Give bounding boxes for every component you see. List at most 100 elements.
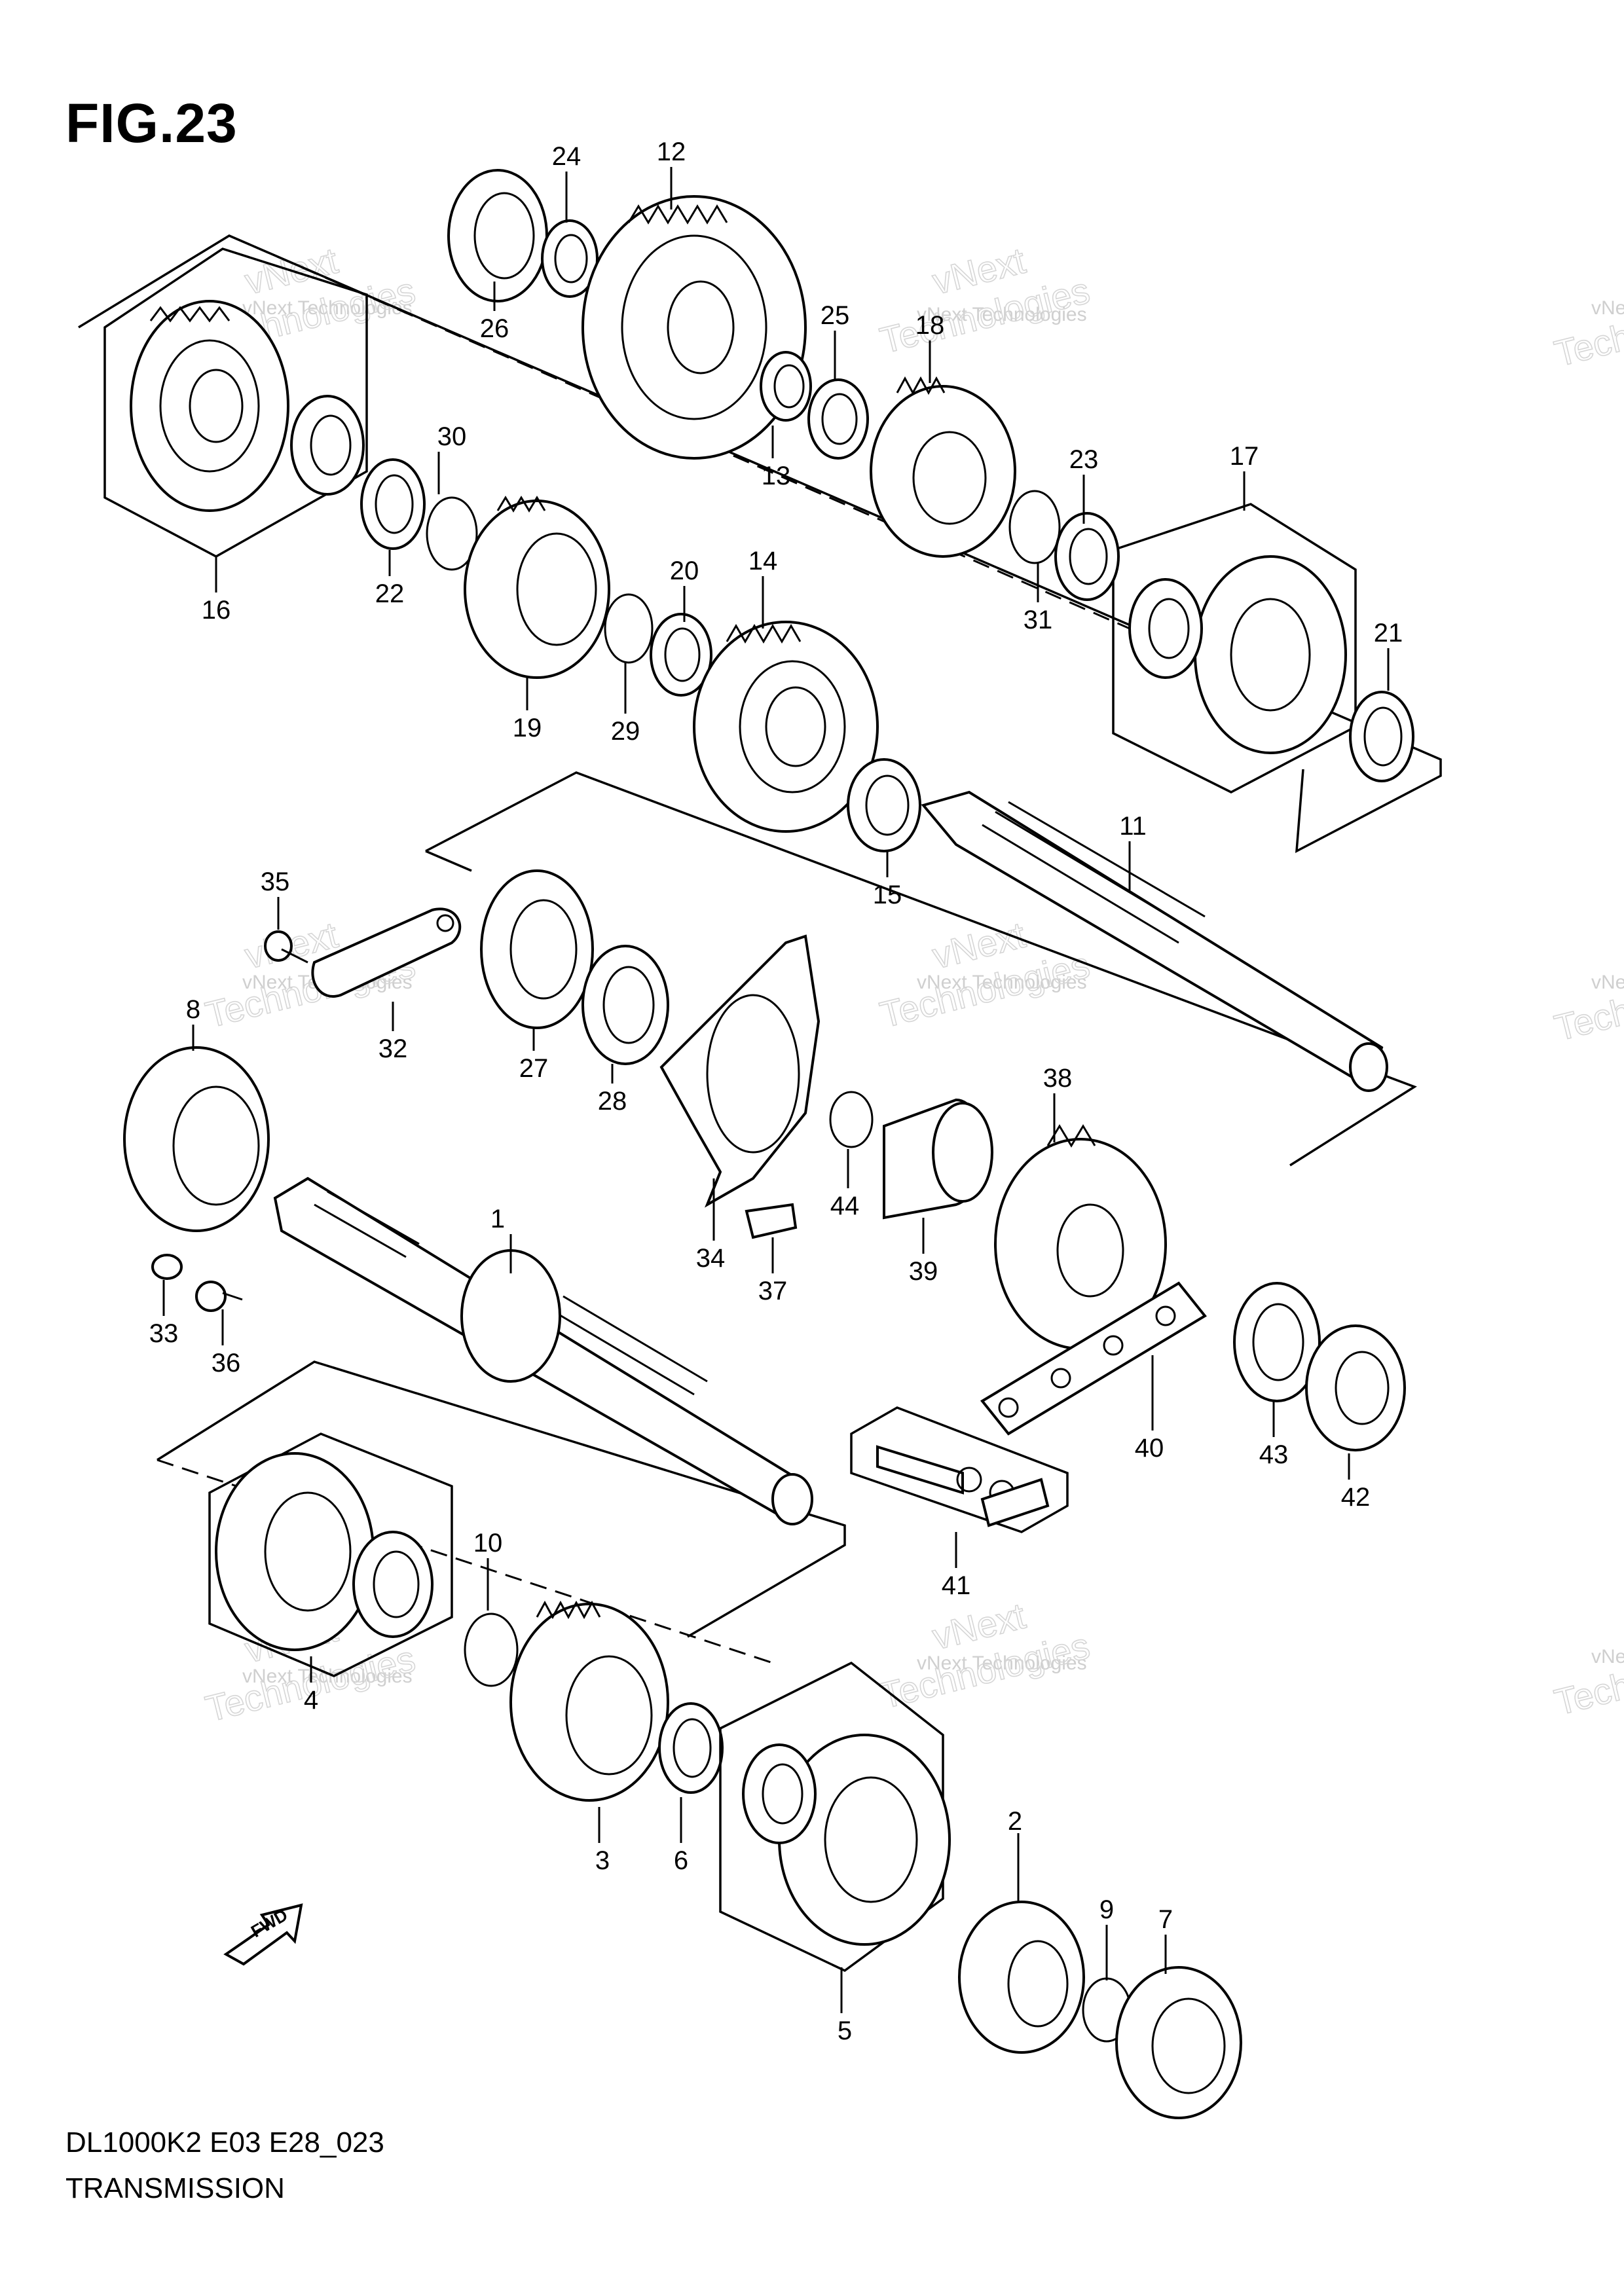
callout-14: 14 <box>748 547 778 575</box>
part-27-bearing <box>480 869 594 1029</box>
part-4-gear-group <box>208 1432 453 1677</box>
callout-11: 11 <box>1119 812 1147 841</box>
callout-42: 42 <box>1341 1483 1371 1512</box>
part-40-chain <box>980 1281 1207 1436</box>
callout-30: 30 <box>437 422 467 451</box>
callout-28: 28 <box>598 1087 627 1116</box>
watermark-line2: Technologies <box>1551 957 1624 1048</box>
callout-8: 8 <box>186 995 200 1024</box>
watermark-small: vNext Technologies <box>917 304 1087 325</box>
callout-6: 6 <box>674 1846 688 1875</box>
part-28-seal <box>581 945 669 1065</box>
part-22-washer <box>360 458 426 550</box>
callout-39: 39 <box>909 1257 938 1286</box>
callout-26: 26 <box>480 314 509 343</box>
part-35-screw <box>264 930 308 964</box>
figure-name: TRANSMISSION <box>65 2172 285 2204</box>
part-33-washer <box>151 1254 183 1280</box>
part-25-washer <box>807 378 869 460</box>
part-29-circlip <box>604 593 654 664</box>
callout-23: 23 <box>1069 445 1099 474</box>
callout-24: 24 <box>552 142 581 171</box>
callout-43: 43 <box>1259 1440 1289 1469</box>
part-15-bushing <box>847 758 921 852</box>
callout-38: 38 <box>1043 1064 1073 1093</box>
part-17-gear-group <box>1112 503 1357 793</box>
part-31-circlip <box>1008 490 1061 564</box>
part-6-washer <box>658 1702 724 1794</box>
part-19-gear <box>464 496 610 679</box>
part-10-circlip <box>464 1613 519 1687</box>
callout-33: 33 <box>149 1319 179 1348</box>
part-23-washer <box>1054 512 1120 601</box>
watermark-small: vNext Technologies <box>1591 297 1624 319</box>
callout-44: 44 <box>830 1192 860 1220</box>
part-32-bracket <box>311 907 462 998</box>
callout-32: 32 <box>378 1034 408 1063</box>
callout-15: 15 <box>873 881 902 909</box>
callout-13: 13 <box>762 462 791 490</box>
part-16-gear-group <box>103 247 368 558</box>
callout-22: 22 <box>375 579 405 608</box>
part-20-washer <box>650 613 712 697</box>
part-5-gear-group <box>719 1661 951 1973</box>
part-26-bearing <box>447 169 548 302</box>
part-36-screw <box>195 1281 243 1312</box>
part-43-washer <box>1233 1282 1321 1402</box>
callout-37: 37 <box>758 1277 788 1305</box>
callout-29: 29 <box>611 717 640 746</box>
watermark-line2: Technologies <box>1551 282 1624 374</box>
driveshaft-assembly-frame <box>425 771 1417 1167</box>
callout-4: 4 <box>304 1686 318 1715</box>
callout-27: 27 <box>519 1054 549 1083</box>
part-41-chain-joint <box>850 1406 1069 1533</box>
callout-21: 21 <box>1374 619 1403 647</box>
leader-lines <box>162 167 1390 2013</box>
callout-9: 9 <box>1099 1895 1114 1924</box>
callout-17: 17 <box>1230 442 1259 471</box>
part-1-mainshaft <box>273 1176 813 1525</box>
part-8-bearing <box>123 1046 270 1232</box>
callout-5: 5 <box>838 2016 852 2045</box>
figure-title: FIG.23 <box>65 92 238 154</box>
watermark-small: vNext Technologies <box>917 972 1087 993</box>
callout-36: 36 <box>212 1349 241 1377</box>
callout-2: 2 <box>1008 1807 1022 1836</box>
callout-40: 40 <box>1135 1434 1164 1463</box>
part-11-countershaft <box>921 790 1388 1092</box>
callout-34: 34 <box>696 1244 726 1273</box>
part-24-washer <box>541 219 599 298</box>
part-12-gear <box>581 195 807 460</box>
part-44-o-ring <box>829 1091 874 1148</box>
part-3-gear <box>509 1600 669 1802</box>
callout-7: 7 <box>1158 1905 1173 1934</box>
part-34-plate <box>659 934 821 1208</box>
watermark-small: vNext Technologies <box>1591 972 1624 993</box>
callout-41: 41 <box>942 1571 971 1600</box>
part-42-nut <box>1305 1324 1406 1451</box>
watermark-line2: Technologies <box>1551 1631 1624 1722</box>
part-18-gear <box>870 376 1016 558</box>
part-37-bolt <box>745 1203 798 1239</box>
part-13-bushing <box>760 351 812 422</box>
callout-3: 3 <box>595 1846 610 1875</box>
part-14-gear <box>693 621 879 833</box>
callout-25: 25 <box>821 301 850 330</box>
callout-35: 35 <box>261 867 290 896</box>
part-2-gear <box>958 1901 1085 2054</box>
callout-1: 1 <box>490 1205 505 1233</box>
watermark-small: vNext Technologies <box>1591 1646 1624 1667</box>
callout-10: 10 <box>473 1529 503 1558</box>
fwd-arrow-icon: FWD <box>223 1903 303 1966</box>
callout-16: 16 <box>202 596 231 625</box>
callout-19: 19 <box>513 714 542 742</box>
callout-31: 31 <box>1024 606 1053 634</box>
part-7-bearing <box>1115 1966 1242 2119</box>
figure-code: DL1000K2 E03 E28_023 <box>65 2126 384 2159</box>
watermark-small: vNext Technologies <box>242 1666 413 1687</box>
part-30-circlip <box>426 496 478 571</box>
watermark-small: vNext Technologies <box>242 297 413 319</box>
watermark-small: vNext Technologies <box>917 1652 1087 1674</box>
callout-18: 18 <box>915 311 945 340</box>
